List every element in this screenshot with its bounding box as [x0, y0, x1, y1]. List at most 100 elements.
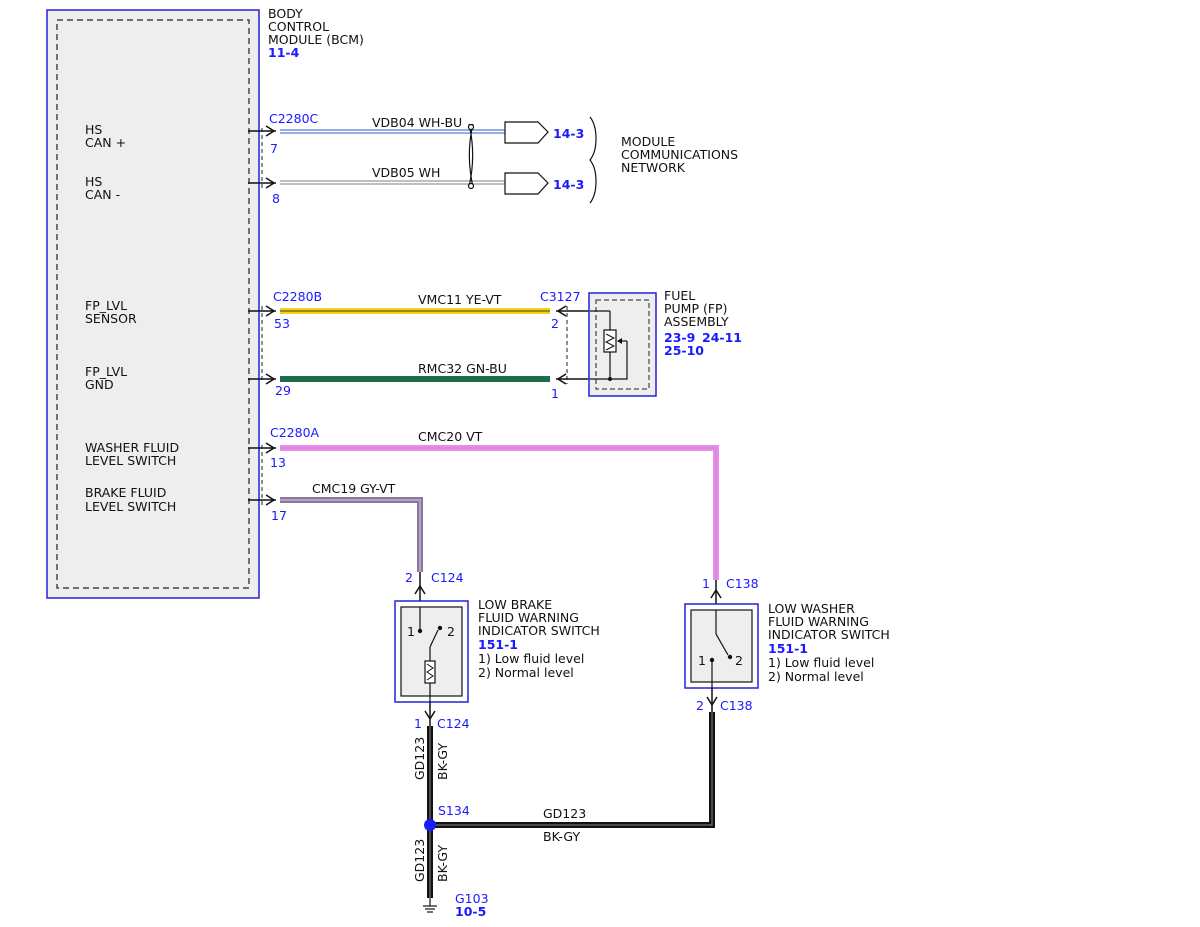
- network-label-3: NETWORK: [621, 160, 686, 175]
- washer-switch-label-2: FLUID WARNING: [768, 614, 869, 629]
- bcm-pin-hs-can-minus-2: CAN -: [85, 187, 120, 202]
- washer-switch-ref[interactable]: 151-1: [768, 641, 808, 656]
- bcm-pin-washer-1: WASHER FLUID: [85, 440, 179, 455]
- c124-top-arrow: [414, 572, 426, 602]
- network-connector-bottom[interactable]: [504, 172, 549, 195]
- brake-switch-ref[interactable]: 151-1: [478, 637, 518, 652]
- pin-13: 13: [270, 455, 286, 470]
- wire-label-bkgy-vert-2: BK-GY: [435, 845, 450, 882]
- wire-cmc20[interactable]: [280, 445, 719, 580]
- washer-switch-pos2: 2: [735, 653, 743, 668]
- wire-gd123[interactable]: [427, 712, 715, 898]
- wire-label-gd123-vert-1: GD123: [412, 737, 427, 780]
- network-brace: [589, 116, 597, 204]
- wire-cmc19[interactable]: [280, 497, 423, 572]
- brake-switch-pos2: 2: [447, 624, 455, 639]
- bcm-pin-fp-lvl-sensor-1: FP_LVL: [85, 298, 127, 313]
- wire-label-bkgy-vert-1: BK-GY: [435, 743, 450, 780]
- bcm-pin-hs-can-plus-2: CAN +: [85, 135, 126, 150]
- twisted-pair-symbol: [467, 123, 475, 190]
- wire-label-cmc19: CMC19 GY-VT: [312, 481, 396, 496]
- connector-c2280b[interactable]: C2280B: [273, 289, 322, 304]
- wire-label-vdb04: VDB04 WH-BU: [372, 115, 462, 130]
- bcm-module: [46, 9, 260, 599]
- pin-c124-top: 2: [405, 570, 413, 585]
- brake-fluid-switch[interactable]: [394, 600, 469, 703]
- pin-c3127-2: 2: [551, 316, 559, 331]
- network-label-2: COMMUNICATIONS: [621, 147, 738, 162]
- washer-switch-pos1: 1: [698, 653, 706, 668]
- wire-label-bkgy-horizontal: BK-GY: [543, 829, 580, 844]
- c138-top-arrow: [710, 580, 722, 606]
- fuel-pump-ref-2[interactable]: 24-11: [702, 330, 742, 345]
- bcm-pin-washer-2: LEVEL SWITCH: [85, 453, 176, 468]
- bcm-outline: [46, 9, 260, 599]
- fuel-pump-label-3: ASSEMBLY: [664, 314, 729, 329]
- connector-c124-top[interactable]: C124: [431, 570, 464, 585]
- network-connector-top[interactable]: [504, 121, 549, 144]
- pin-8: 8: [272, 191, 280, 206]
- network-ref-top[interactable]: 14-3: [553, 126, 584, 141]
- wire-vdb05[interactable]: [280, 180, 505, 185]
- pin-c124-bottom: 1: [414, 716, 422, 731]
- bcm-pin-hs-can-plus-1: HS: [85, 122, 102, 137]
- washer-switch-note-1: 1) Low fluid level: [768, 655, 874, 670]
- washer-switch-label-1: LOW WASHER: [768, 601, 855, 616]
- bcm-title-2: CONTROL: [268, 19, 329, 34]
- washer-switch-label-3: INDICATOR SWITCH: [768, 627, 890, 642]
- fuel-pump-label-2: PUMP (FP): [664, 301, 727, 316]
- wire-label-cmc20: CMC20 VT: [418, 429, 483, 444]
- bcm-pin-brake-2: LEVEL SWITCH: [85, 499, 176, 514]
- bcm-pin-brake-1: BRAKE FLUID: [85, 485, 166, 500]
- wire-label-gd123-vert-2: GD123: [412, 839, 427, 882]
- bcm-pin-hs-can-minus-1: HS: [85, 174, 102, 189]
- fuel-pump-assembly[interactable]: [588, 292, 657, 397]
- connector-c3127[interactable]: C3127: [540, 289, 581, 304]
- washer-switch-note-2: 2) Normal level: [768, 669, 864, 684]
- fuel-pump-ref-3[interactable]: 25-10: [664, 343, 704, 358]
- splice-s134[interactable]: [424, 819, 436, 831]
- brake-switch-pos1: 1: [407, 624, 415, 639]
- bcm-ref[interactable]: 11-4: [268, 45, 300, 60]
- network-label-1: MODULE: [621, 134, 675, 149]
- wire-vdb04[interactable]: [280, 129, 505, 134]
- fuel-pump-label-1: FUEL: [664, 288, 695, 303]
- washer-fluid-switch[interactable]: [684, 603, 759, 689]
- connector-c2280c[interactable]: C2280C: [269, 111, 319, 126]
- c138-bottom-arrow: [706, 688, 718, 712]
- brake-switch-label-3: INDICATOR SWITCH: [478, 623, 600, 638]
- brake-switch-label-2: FLUID WARNING: [478, 610, 579, 625]
- bcm-pin-fp-lvl-gnd-1: FP_LVL: [85, 364, 127, 379]
- connector-c138-top[interactable]: C138: [726, 576, 759, 591]
- pin-c138-top: 1: [702, 576, 710, 591]
- pin-53: 53: [274, 316, 290, 331]
- brake-switch-note-1: 1) Low fluid level: [478, 651, 584, 666]
- connector-c138-bottom[interactable]: C138: [720, 698, 753, 713]
- ground-ref[interactable]: 10-5: [455, 904, 486, 919]
- wire-label-rmc32: RMC32 GN-BU: [418, 361, 507, 376]
- pin-arrows: [248, 125, 276, 506]
- pin-c3127-1: 1: [551, 386, 559, 401]
- bcm-inner-dashed: [56, 19, 250, 589]
- ground-g103-label: G103: [455, 891, 489, 906]
- bcm-pin-fp-lvl-sensor-2: SENSOR: [85, 311, 137, 326]
- wire-label-vmc11: VMC11 YE-VT: [418, 292, 502, 307]
- fuel-pump-ref-1[interactable]: 23-9: [664, 330, 695, 345]
- splice-s134-label: S134: [438, 803, 470, 818]
- bcm-pin-fp-lvl-gnd-2: GND: [85, 377, 114, 392]
- brake-switch-note-2: 2) Normal level: [478, 665, 574, 680]
- c124-bottom-arrow: [424, 702, 436, 726]
- pin-7: 7: [270, 141, 278, 156]
- network-ref-bottom[interactable]: 14-3: [553, 177, 584, 192]
- pin-17: 17: [271, 508, 287, 523]
- connector-c2280a[interactable]: C2280A: [270, 425, 320, 440]
- bcm-title-3: MODULE (BCM): [268, 32, 364, 47]
- bcm-title-1: BODY: [268, 6, 303, 21]
- connector-c124-bottom[interactable]: C124: [437, 716, 470, 731]
- brake-switch-label-1: LOW BRAKE: [478, 597, 552, 612]
- pin-c138-bottom: 2: [696, 698, 704, 713]
- wire-label-vdb05: VDB05 WH: [372, 165, 440, 180]
- ground-symbol: [423, 898, 437, 913]
- pin-29: 29: [275, 383, 291, 398]
